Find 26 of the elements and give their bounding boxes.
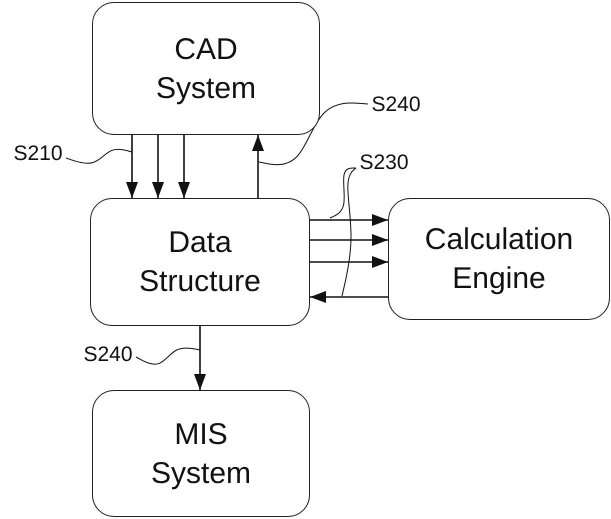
leader-line <box>258 102 368 166</box>
box-label: Data Structure <box>138 225 262 300</box>
process-box <box>92 390 310 517</box>
step-label: S240 <box>368 92 424 116</box>
arrow <box>152 135 164 198</box>
arrow <box>178 135 190 198</box>
box-label: MIS System <box>150 416 252 492</box>
process-box <box>388 198 610 320</box>
process-box <box>90 198 310 326</box>
arrow <box>252 135 264 198</box>
step-label: S230 <box>356 150 412 174</box>
step-label: S240 <box>80 342 136 366</box>
leader-line <box>342 168 356 296</box>
arrow <box>310 234 388 246</box>
process-box <box>92 2 320 135</box>
leader-line <box>136 348 200 365</box>
arrow <box>310 256 388 268</box>
box-label: CAD System <box>154 32 258 106</box>
arrow <box>310 214 388 226</box>
arrow <box>126 135 138 198</box>
box-label: Calculation Engine <box>424 222 574 297</box>
arrow <box>194 326 206 390</box>
step-label: S210 <box>10 141 66 165</box>
arrow <box>310 291 388 303</box>
leader-line <box>330 168 356 218</box>
leader-line <box>66 148 132 164</box>
